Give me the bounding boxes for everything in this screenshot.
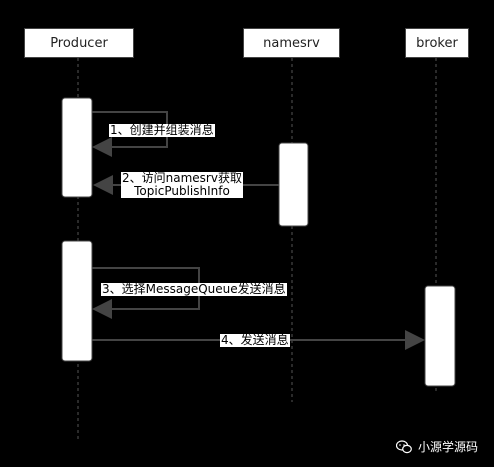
watermark: 小源学源码 <box>396 438 478 455</box>
activation-broker <box>424 285 456 387</box>
message-2-label-line1: 2、访问namesrv获取 <box>122 171 242 185</box>
message-4-label: 4、发送消息 <box>220 333 290 347</box>
message-1-label: 1、创建并组装消息 <box>109 123 215 137</box>
activation-namesrv <box>278 142 309 227</box>
participant-broker: broker <box>405 28 469 58</box>
activation-producer-1 <box>61 97 93 198</box>
activation-producer-2 <box>61 240 93 362</box>
message-3-label: 3、选择MessageQueue发送消息 <box>101 282 287 296</box>
participant-namesrv: namesrv <box>243 28 340 58</box>
participant-producer: Producer <box>24 28 134 58</box>
message-2-label-line2: TopicPublishInfo <box>134 184 230 198</box>
watermark-text: 小源学源码 <box>418 440 479 454</box>
wechat-icon <box>396 439 412 453</box>
message-2-label: 2、访问namesrv获取 TopicPublishInfo <box>121 172 243 198</box>
